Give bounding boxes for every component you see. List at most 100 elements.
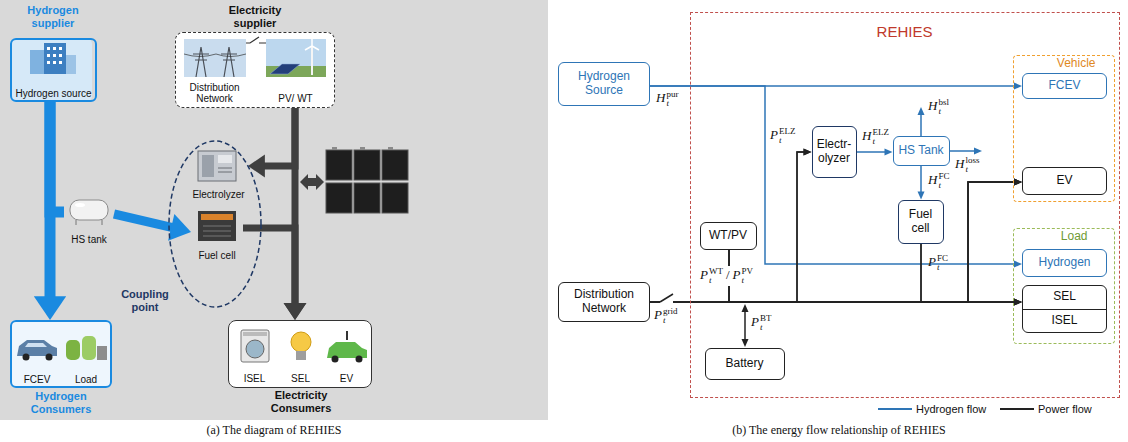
electrolyzer-icon [198, 151, 236, 181]
variable-superscript: loss [965, 156, 979, 165]
variable-symbol: P [751, 315, 759, 330]
box-fill [10, 320, 112, 388]
flow-connector [650, 86, 1022, 268]
fcev-icon [17, 340, 57, 361]
arrowhead [1014, 299, 1022, 306]
storage-box: HS Tank [893, 136, 950, 166]
fcev-icon [46, 354, 53, 361]
flow-connector [729, 250, 1022, 306]
node-label: Hydrogen [1038, 256, 1090, 270]
renewable-photo [311, 46, 313, 75]
variable-symbol: P [654, 308, 662, 323]
renewable-photo [266, 39, 326, 77]
variable-scripts: ELZt [779, 127, 796, 145]
legend-label: Hydrogen flow [916, 403, 986, 416]
arrowhead [1014, 83, 1022, 90]
fuel-cell-icon [198, 211, 236, 241]
battery-photo [388, 147, 393, 150]
variable-superscript: ELZ [779, 127, 796, 136]
variable-superscript: WT [709, 267, 723, 276]
grid-switch [660, 298, 673, 306]
ellipse-outline [168, 140, 262, 308]
renewable-photo [270, 64, 300, 74]
arrowhead [1014, 299, 1022, 306]
building-icon [53, 54, 56, 57]
arrowhead [885, 149, 893, 156]
battery-power-arrow [742, 339, 749, 347]
battery-double-arrow [300, 174, 324, 190]
grid-photo [184, 39, 246, 77]
arrowhead [284, 303, 307, 320]
image-node: Load [62, 323, 110, 386]
light-bulb-icon [291, 332, 311, 352]
node-label: HS tank [71, 234, 107, 246]
legend-swatch [878, 404, 912, 414]
node-label: ISEL [1023, 309, 1106, 333]
fcev-icon [17, 340, 57, 356]
node-label: Distribution Network [180, 82, 250, 105]
building-icon [30, 43, 76, 74]
legend-swatch [1000, 404, 1034, 414]
variable-subscript: t [742, 276, 754, 285]
electrolyzer-icon [218, 168, 232, 172]
group-heading: Coupling point [114, 288, 176, 313]
arrowhead [168, 214, 191, 241]
vehicle-group: VehicleFCEVEV [1013, 55, 1115, 202]
process-box: Fuel cell [898, 200, 944, 244]
group-heading: Electricity Consumers [259, 389, 343, 414]
node-label: Battery [725, 357, 763, 371]
variable-scripts: bslt [938, 98, 949, 116]
variable-symbol: H [928, 99, 937, 114]
variable-superscript: ELZ [872, 128, 889, 137]
variable-subscript: t [872, 137, 889, 146]
group-heading: Hydrogen supplier [10, 4, 96, 29]
box-fill [228, 320, 372, 388]
variable-subscript: t [709, 276, 723, 285]
node-label: Distribution Network [562, 288, 646, 316]
variable-superscript: grid [663, 307, 678, 316]
tank-icon [70, 200, 108, 220]
battery-photo [354, 183, 380, 213]
switch-symbol [246, 37, 266, 43]
node-label: EV [1056, 174, 1072, 188]
variable-symbol: H [656, 91, 665, 106]
building-icon [47, 54, 50, 57]
figure-caption: (b) The energy flow relationship of REHI… [558, 424, 1120, 438]
arrowhead [1014, 179, 1022, 186]
generator-box: WT/PV [700, 222, 757, 250]
flow-connector [650, 149, 812, 303]
flow-connector [921, 244, 1022, 306]
building-icon [59, 47, 62, 50]
flow-variable: PFCt [928, 254, 948, 272]
battery-photo [382, 150, 408, 180]
variable-scripts: ELZt [872, 128, 889, 146]
battery-photo [332, 147, 393, 150]
box-fill [10, 38, 92, 102]
flow-connector [284, 108, 307, 320]
node-label: PV/ WT [278, 93, 312, 105]
image-node: Fuel cell [191, 208, 243, 262]
variable-symbol: P [733, 268, 741, 283]
group-heading: Vehicle [1057, 57, 1096, 71]
battery-photo [326, 150, 408, 213]
washing-machine-icon [246, 340, 264, 358]
coupling-ellipse: Coupling pointElectrolyzerFuel cell [168, 140, 262, 308]
flow-variable: HELZt [862, 128, 889, 146]
hydrogen-outflow-arrow [918, 107, 925, 115]
renewable-photo [266, 38, 326, 77]
flow-connector [650, 179, 1022, 303]
light-bulb-icon [291, 332, 311, 360]
grid-photo [193, 47, 237, 77]
node-label: Fuel cell [902, 208, 940, 236]
variable-subscript: t [938, 181, 949, 190]
node-label: Electr- olyzer [816, 138, 853, 166]
consumer-box: SELISEL [1022, 285, 1107, 333]
legend-label: Power flow [1038, 403, 1092, 416]
arrowhead [918, 192, 925, 200]
washing-machine-icon [243, 332, 267, 336]
flow-variable: PWTt/PPVt [698, 266, 755, 286]
variable-subscript: t [760, 323, 772, 332]
renewable-photo [305, 38, 319, 50]
node-label: WT/PV [709, 229, 747, 243]
